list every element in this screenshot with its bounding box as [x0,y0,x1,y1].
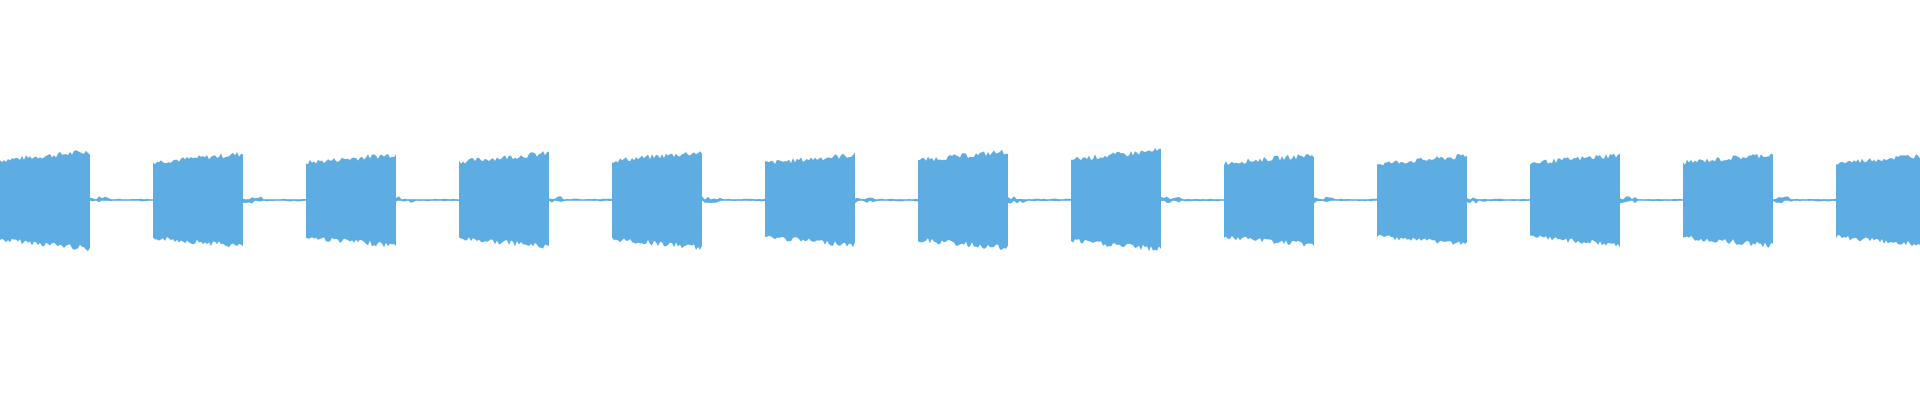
waveform-burst [765,152,855,248]
waveform-gap [243,196,306,204]
waveform-gap [1467,197,1530,204]
waveform-gap [1773,196,1836,204]
waveform-burst [1836,154,1920,247]
waveform-gap [855,197,918,204]
waveform-burst [1530,153,1620,248]
waveform-burst [1071,148,1161,252]
waveform-gap [1008,196,1071,204]
waveform-burst [0,150,90,252]
waveform-gap [1620,196,1683,204]
waveform-gap [702,196,765,203]
waveform-burst [1224,154,1314,247]
waveform-burst [306,154,396,248]
waveform-gap [549,196,612,203]
waveform-gap [396,196,459,203]
waveform-burst [918,149,1008,250]
waveform-burst [459,151,549,249]
waveform-burst [612,151,702,251]
waveform-gap [1161,196,1224,204]
waveform-burst [1683,153,1773,248]
waveform-burst [153,152,243,248]
waveform-gap [90,196,153,203]
waveform-burst [1377,154,1467,245]
waveform-gap [1314,196,1377,204]
